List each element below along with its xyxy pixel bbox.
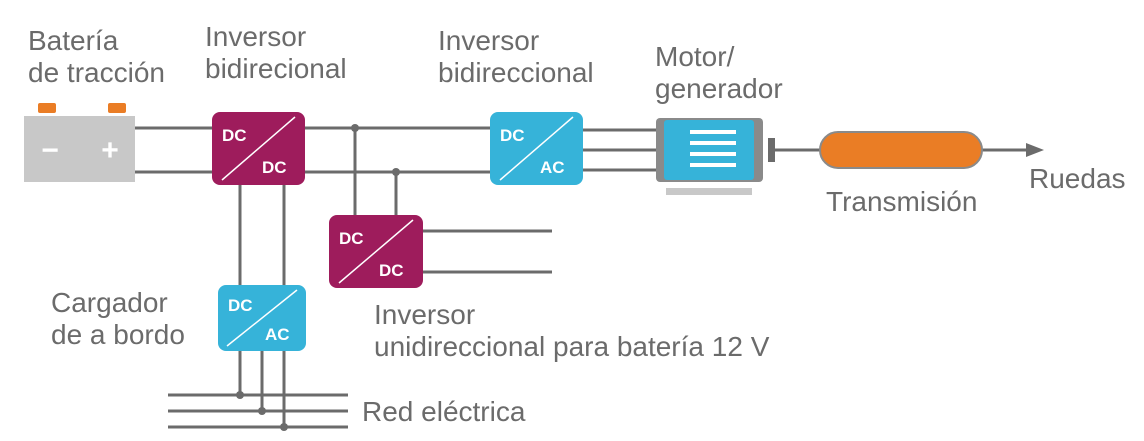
- motor-label-line2: generador: [655, 73, 783, 104]
- battery-plus-sign: +: [101, 134, 119, 167]
- dc-ac-onboard-charger: DC AC: [218, 285, 306, 351]
- battery-label-line2: de tracción: [28, 57, 165, 88]
- converter-top-label: DC: [339, 229, 364, 248]
- charger-label-line2: de a bordo: [51, 319, 185, 350]
- transmission-shape: [819, 131, 983, 169]
- battery-terminal-right: [108, 103, 126, 113]
- converter-divider: [338, 219, 414, 284]
- motor-base: [666, 188, 752, 195]
- dc-dc-converter-main: DC DC: [212, 112, 305, 185]
- motor-fin-3: [690, 152, 736, 156]
- converter-divider: [226, 289, 298, 347]
- inverter3-label-line1: Inversor: [374, 299, 475, 330]
- junction-dot: [236, 391, 244, 399]
- motor-fin-1: [690, 130, 736, 134]
- battery-label-line1: Batería: [28, 25, 119, 56]
- junctions: [236, 124, 400, 431]
- converter-divider: [499, 116, 574, 181]
- grid-label: Red eléctrica: [362, 396, 526, 427]
- converter-bottom-label: DC: [379, 261, 404, 280]
- junction-dot: [392, 168, 400, 176]
- converter-bottom-label: DC: [262, 158, 287, 177]
- inverter1-label-line2: bidirecional: [205, 53, 347, 84]
- converter-top-label: DC: [228, 296, 253, 315]
- wheels-arrow-icon: [1026, 143, 1044, 157]
- motor-label-line1: Motor/: [655, 41, 735, 72]
- junction-dot: [351, 124, 359, 132]
- battery-terminal-left: [38, 103, 56, 113]
- converter-bottom-label: AC: [265, 325, 290, 344]
- inverter3-label-line2: unidireccional para batería 12 V: [374, 331, 770, 362]
- battery-minus-sign: −: [41, 134, 59, 167]
- converter-top-label: DC: [222, 126, 247, 145]
- junction-dot: [258, 407, 266, 415]
- converter-top-label: DC: [500, 126, 525, 145]
- converter-bottom-label: AC: [540, 158, 565, 177]
- wheels-label: Ruedas: [1029, 163, 1126, 194]
- converter-divider: [221, 116, 296, 181]
- motor-generator: [656, 118, 775, 195]
- motor-coupling: [768, 138, 775, 162]
- motor-endcap: [754, 126, 763, 174]
- battery-body: [24, 116, 135, 182]
- dc-ac-inverter-motor: DC AC: [490, 112, 583, 185]
- inverter2-label-line2: bidireccional: [438, 57, 594, 88]
- inverter1-label-line1: Inversor: [205, 21, 306, 52]
- motor-fin-4: [690, 163, 736, 167]
- labels: Batería de tracción Inversor bidireciona…: [28, 21, 1126, 427]
- charger-label-line1: Cargador: [51, 287, 168, 318]
- traction-battery: − +: [24, 103, 135, 182]
- dc-dc-converter-12v: DC DC: [329, 215, 423, 288]
- junction-dot: [280, 423, 288, 431]
- transmission-label: Transmisión: [826, 186, 977, 217]
- motor-body: [664, 120, 754, 180]
- inverter2-label-line1: Inversor: [438, 25, 539, 56]
- motor-fin-2: [690, 141, 736, 145]
